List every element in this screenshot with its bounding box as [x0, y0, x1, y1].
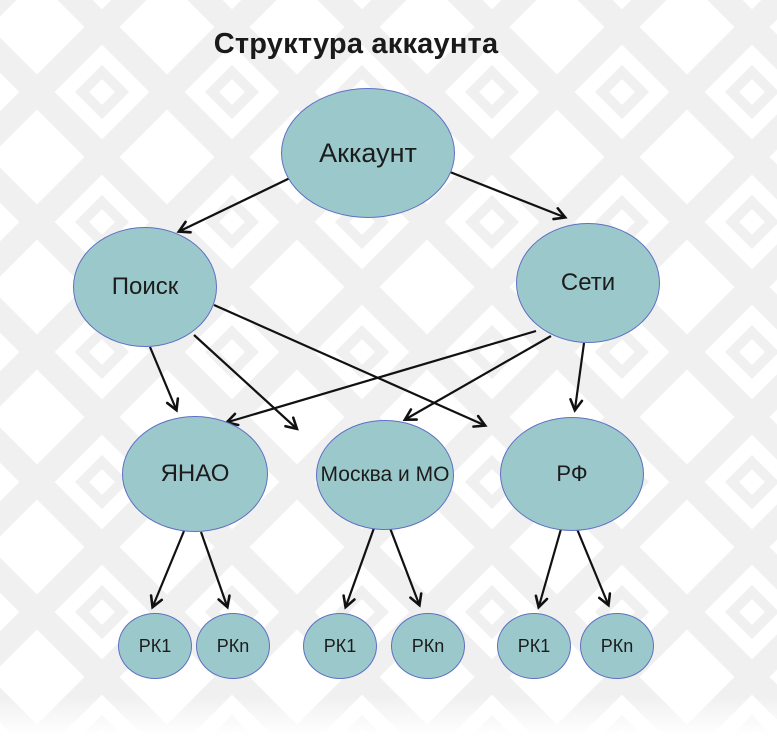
edge-rf-to-rk1 — [539, 528, 563, 606]
node-account: Аккаунт — [281, 88, 455, 218]
node-rk1-moscow-label: РК1 — [323, 635, 357, 656]
node-yanao: ЯНАО — [122, 416, 268, 532]
node-rf-label: РФ — [556, 461, 588, 486]
node-rk1-rf: РК1 — [497, 613, 571, 679]
edge-search-to-yanao — [148, 346, 176, 409]
edge-moscow-to-rkn — [388, 527, 419, 604]
node-account-label: Аккаунт — [319, 137, 417, 168]
edge-yanao-to-rkn — [199, 531, 227, 606]
edge-yanao-to-rk1 — [153, 530, 186, 606]
node-search-label: Поиск — [111, 273, 179, 300]
edge-account-to-networks — [449, 170, 564, 217]
node-rkn-rf: РКn — [580, 613, 654, 679]
node-rkn-yanao: РКn — [196, 613, 270, 679]
edge-moscow-to-rk1 — [346, 527, 376, 606]
edge-networks-to-rf — [575, 342, 586, 409]
node-yanao-label: ЯНАО — [160, 460, 230, 487]
node-rk1-yanao-label: РК1 — [138, 635, 172, 656]
node-rkn-rf-label: РКn — [600, 635, 634, 656]
edge-networks-to-moscow — [406, 335, 552, 419]
node-networks-label: Сети — [560, 269, 616, 296]
node-rk1-yanao: РК1 — [118, 613, 192, 679]
edge-rf-to-rkn — [575, 528, 608, 604]
node-search: Поиск — [73, 227, 217, 347]
edge-search-to-rf — [213, 303, 484, 425]
node-rk1-rf-label: РК1 — [517, 635, 551, 656]
node-rkn-moscow-label: РКn — [411, 635, 445, 656]
node-moscow-label: Москва и МО — [320, 463, 450, 486]
node-rf: РФ — [500, 417, 644, 531]
node-moscow: Москва и МО — [316, 420, 454, 530]
node-rkn-moscow: РКn — [391, 613, 465, 679]
node-rkn-yanao-label: РКn — [216, 635, 250, 656]
node-rk1-moscow: РК1 — [303, 613, 377, 679]
edge-account-to-search — [180, 177, 291, 231]
node-networks: Сети — [516, 223, 660, 343]
edge-search-to-moscow — [193, 334, 296, 428]
edge-networks-to-yanao — [228, 329, 537, 422]
diagram-title: Структура аккаунта — [213, 28, 499, 60]
